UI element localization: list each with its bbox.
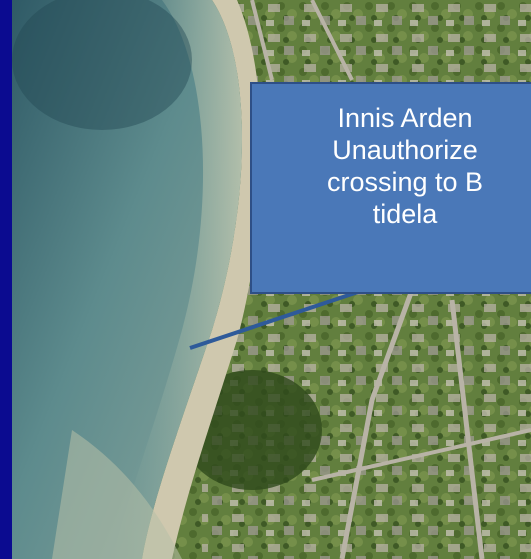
- deep-water: [12, 0, 192, 130]
- beach: [142, 0, 262, 559]
- road: [250, 0, 274, 81]
- road: [449, 299, 485, 559]
- callout-line-4: tidela: [372, 199, 438, 229]
- shallow-water: [112, 0, 242, 559]
- callout-line-2: Unauthorize: [332, 135, 478, 165]
- callout-line-1: Innis Arden: [337, 103, 473, 133]
- callout-line-3: crossing to B: [326, 167, 484, 197]
- water: [12, 0, 242, 559]
- road: [310, 0, 354, 81]
- road: [339, 289, 415, 559]
- annotation-callout: Innis Arden Unauthorize crossing to B ti…: [250, 82, 531, 294]
- sandbar: [52, 430, 182, 559]
- road: [311, 428, 531, 482]
